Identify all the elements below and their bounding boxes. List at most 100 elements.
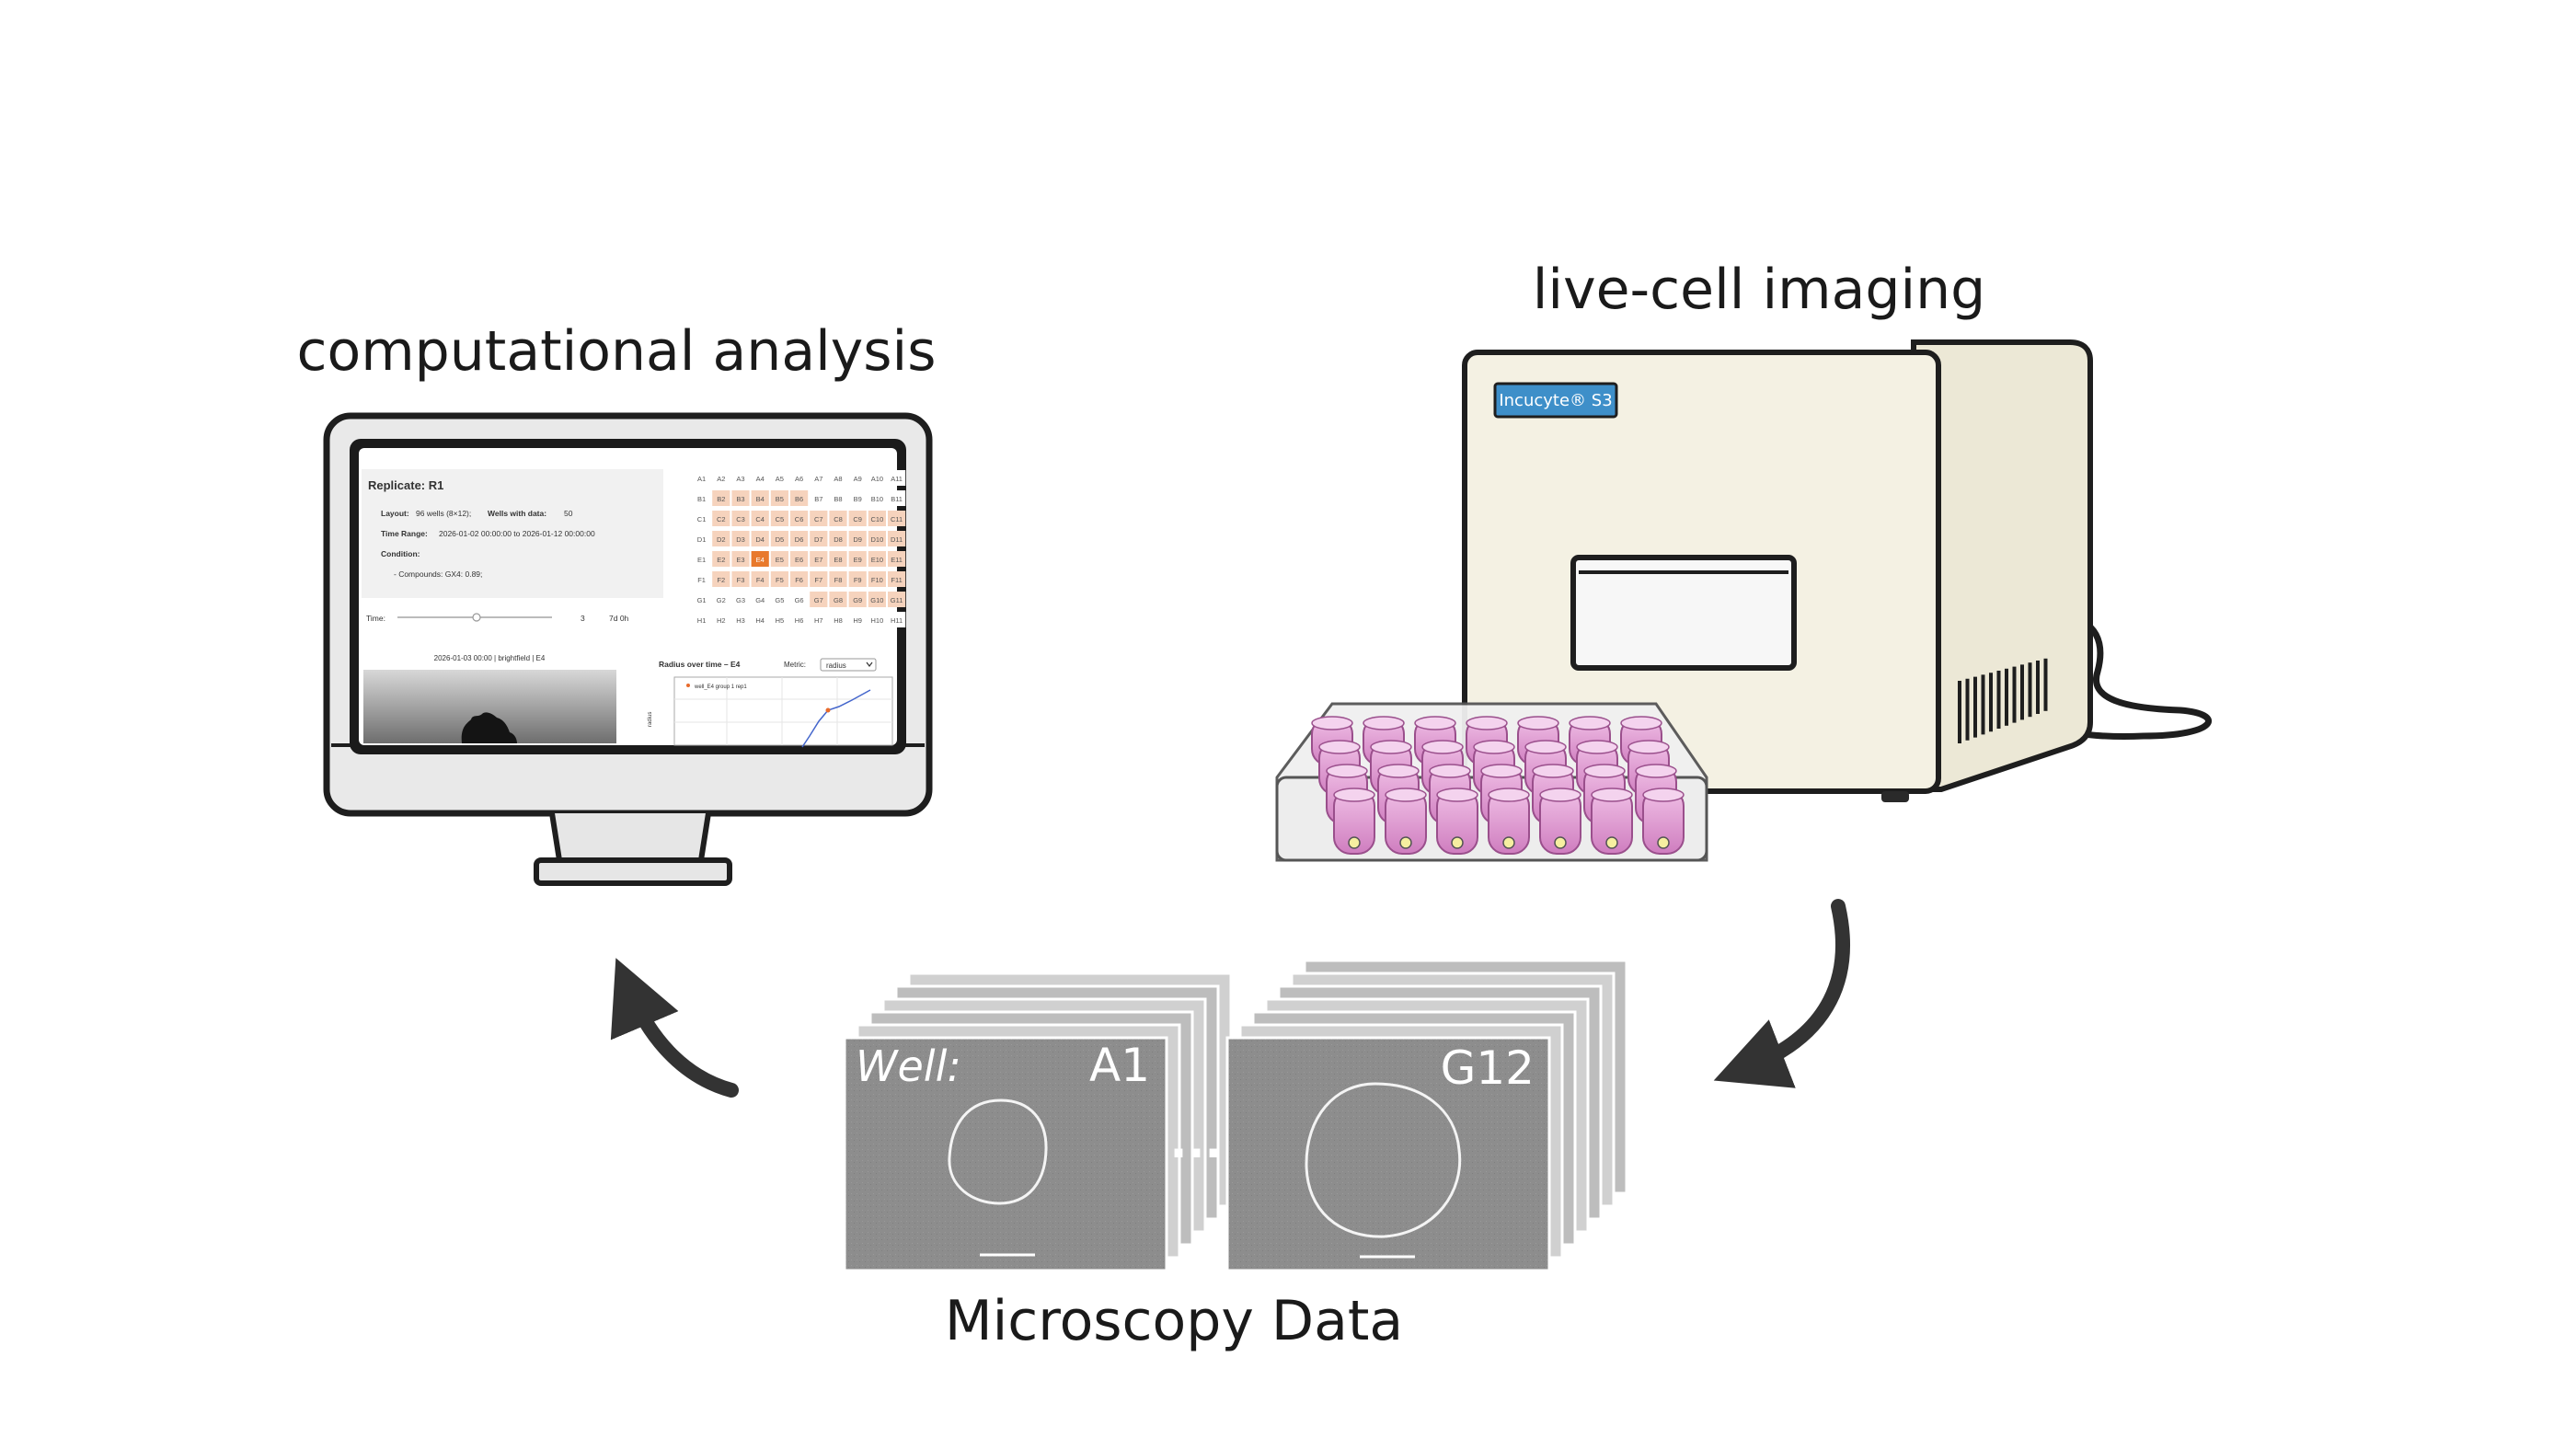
plate-grid-cell[interactable] — [790, 571, 809, 587]
plate-grid-cell[interactable] — [829, 470, 847, 486]
plate-grid-cell[interactable] — [888, 490, 906, 506]
plate-grid-cell[interactable] — [731, 592, 750, 607]
screen-time-label: Time: — [366, 614, 385, 623]
plate-grid-cell[interactable] — [790, 592, 809, 607]
plate-grid-cell[interactable] — [868, 551, 886, 567]
plate-grid-cell[interactable] — [693, 571, 711, 587]
plate-grid-cell[interactable] — [848, 612, 867, 627]
plate-grid-cell[interactable] — [693, 511, 711, 526]
plate-grid-cell[interactable] — [790, 470, 809, 486]
plate-grid-cell[interactable] — [693, 490, 711, 506]
plate-grid-cell[interactable] — [888, 592, 906, 607]
plate-grid-cell[interactable] — [770, 470, 788, 486]
plate-grid-cell[interactable] — [712, 551, 730, 567]
plate-grid-cell[interactable] — [751, 511, 769, 526]
plate-grid-cell[interactable] — [770, 612, 788, 627]
plate-grid-cell[interactable] — [751, 571, 769, 587]
plate-grid-cell-label: E1 — [697, 556, 706, 564]
plate-grid-cell[interactable] — [751, 531, 769, 546]
plate-grid-cell[interactable] — [888, 612, 906, 627]
plate-grid-cell[interactable] — [829, 490, 847, 506]
plate-grid-cell[interactable] — [829, 531, 847, 546]
plate-grid-cell[interactable] — [848, 551, 867, 567]
plate-grid-cell[interactable] — [770, 551, 788, 567]
plate-grid-cell[interactable] — [829, 592, 847, 607]
plate-grid-cell[interactable] — [693, 470, 711, 486]
plate-grid-cell[interactable] — [790, 490, 809, 506]
time-slider-handle[interactable] — [472, 613, 481, 622]
plate-grid-cell[interactable] — [888, 511, 906, 526]
plate-grid-cell[interactable] — [751, 592, 769, 607]
plate-grid-cell[interactable] — [751, 490, 769, 506]
plate-grid-cell[interactable] — [731, 551, 750, 567]
plate-grid-cell[interactable] — [790, 531, 809, 546]
plate-grid-cell[interactable] — [868, 490, 886, 506]
plate-grid-cell[interactable] — [848, 511, 867, 526]
plate-grid-cell-label: B9 — [854, 495, 862, 503]
plate-drawer[interactable] — [1570, 555, 1797, 671]
plate-grid-cell[interactable] — [770, 511, 788, 526]
plate-grid-cell[interactable] — [712, 531, 730, 546]
plate-grid-cell[interactable] — [790, 511, 809, 526]
plate-grid-cell[interactable] — [693, 551, 711, 567]
plate-grid-cell[interactable] — [810, 511, 828, 526]
plate-grid-cell[interactable] — [810, 470, 828, 486]
plate-grid-cell[interactable] — [848, 571, 867, 587]
side-vents — [1958, 658, 2048, 743]
plate-grid-cell[interactable] — [790, 551, 809, 567]
plate-grid-cell-label: A9 — [854, 475, 862, 483]
plate-grid-cell[interactable] — [868, 531, 886, 546]
plate-grid-cell[interactable] — [731, 531, 750, 546]
plate-grid-cell[interactable] — [829, 511, 847, 526]
plate-grid-cell[interactable] — [810, 531, 828, 546]
plate-grid-cell[interactable] — [770, 592, 788, 607]
plate-grid-cell[interactable] — [868, 511, 886, 526]
plate-grid-cell[interactable] — [731, 490, 750, 506]
plate-grid-cell[interactable] — [712, 592, 730, 607]
plate-grid-cell[interactable] — [712, 470, 730, 486]
plate-grid-cell[interactable] — [810, 592, 828, 607]
plate-grid-cell[interactable] — [790, 612, 809, 627]
plate-grid-cell[interactable] — [712, 490, 730, 506]
plate-grid-cell[interactable] — [693, 612, 711, 627]
plate-grid-cell[interactable] — [731, 571, 750, 587]
plate-grid-cell[interactable] — [829, 612, 847, 627]
plate-grid-cell[interactable] — [712, 612, 730, 627]
plate-grid-cell[interactable] — [770, 531, 788, 546]
plate-grid-cell-label: C3 — [736, 515, 745, 523]
plate-grid-cell[interactable] — [868, 571, 886, 587]
plate-grid-cell[interactable] — [848, 531, 867, 546]
plate-grid-cell[interactable] — [888, 571, 906, 587]
plate-grid-cell[interactable] — [770, 571, 788, 587]
plate-grid-cell[interactable] — [848, 470, 867, 486]
plate-grid-cell[interactable] — [810, 571, 828, 587]
plate-grid-cell[interactable] — [868, 470, 886, 486]
plate-grid-cell[interactable] — [770, 490, 788, 506]
plate-grid-cell[interactable] — [751, 470, 769, 486]
plate-grid-cell[interactable] — [751, 551, 769, 567]
plate-grid-cell[interactable] — [731, 470, 750, 486]
plate-grid-cell[interactable] — [829, 551, 847, 567]
plate-grid-cell[interactable] — [868, 612, 886, 627]
screen-compounds: - Compounds: GX4: 0.89; — [394, 569, 482, 579]
plate-grid-cell[interactable] — [693, 531, 711, 546]
plate-grid-cell[interactable] — [868, 592, 886, 607]
plate-grid-cell[interactable] — [810, 612, 828, 627]
plate-grid-cell[interactable] — [810, 490, 828, 506]
plate-grid-cell[interactable] — [888, 470, 906, 486]
screen-time-range-key: Time Range: — [381, 529, 428, 538]
plate-grid-cell[interactable] — [731, 612, 750, 627]
plate-grid-cell[interactable] — [712, 571, 730, 587]
plate-grid-cell[interactable] — [829, 571, 847, 587]
plate-grid-cell[interactable] — [712, 511, 730, 526]
plate-grid-cell[interactable] — [888, 551, 906, 567]
metric-select[interactable] — [820, 658, 877, 672]
plate-grid-cell[interactable] — [810, 551, 828, 567]
plate-grid-cell[interactable] — [731, 511, 750, 526]
plate-grid-cell-label: G3 — [736, 596, 745, 604]
plate-grid-cell[interactable] — [693, 592, 711, 607]
plate-grid-cell[interactable] — [848, 490, 867, 506]
plate-grid-cell[interactable] — [888, 531, 906, 546]
plate-grid-cell[interactable] — [751, 612, 769, 627]
plate-grid-cell[interactable] — [848, 592, 867, 607]
